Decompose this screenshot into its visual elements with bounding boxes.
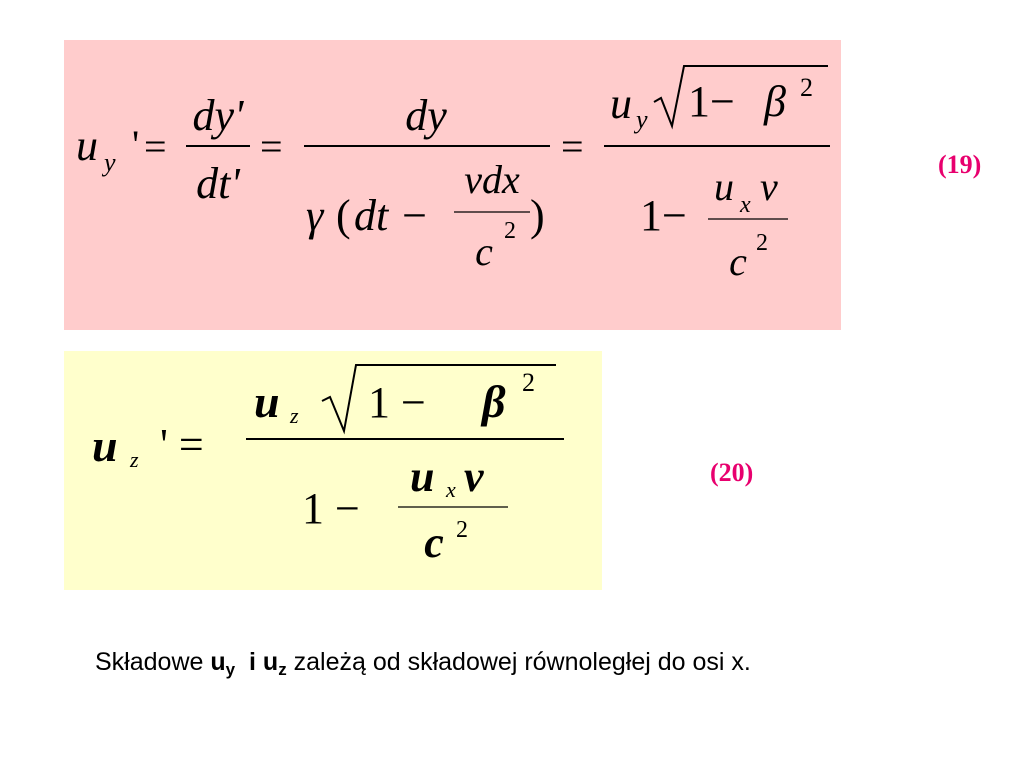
eq20-one-minus: 1 − (368, 378, 426, 427)
eq19-f1-denominator: dt' (196, 159, 241, 208)
eq19-f3-sub-y: y (633, 105, 648, 134)
equation-19-box: u y ' = dy' dt' = dy γ ( dt − vdx c 2 ) … (64, 40, 841, 330)
eq19-den-c: c (729, 239, 747, 284)
caption-u2: u (262, 648, 279, 676)
eq19-den-one-minus: 1− (640, 191, 687, 240)
eq20-beta: β (480, 376, 506, 427)
equation-20-background (64, 351, 602, 590)
caption-mid: i (235, 648, 263, 676)
equation-19-background (64, 40, 841, 330)
eq19-lhs-sub-y: y (101, 148, 116, 177)
eq19-close-paren: ) (530, 191, 545, 240)
eq19-f1-numerator: dy' (193, 91, 246, 140)
caption-sub-z: z (278, 660, 287, 679)
eq20-den-one-minus: 1 − (302, 484, 360, 533)
eq19-prime: ' (132, 122, 139, 167)
eq19-equals-2: = (260, 124, 283, 169)
eq20-den-c: c (424, 518, 444, 567)
eq19-open-paren: ( (336, 191, 351, 240)
eq20-prime-equals: ' = (160, 420, 204, 469)
eq19-sqrt-sign (653, 65, 828, 130)
eq20-beta-exp: 2 (522, 368, 535, 397)
eq19-gamma: γ (306, 191, 325, 240)
eq19-beta-exp: 2 (800, 73, 813, 102)
equation-19: u y ' = dy' dt' = dy γ ( dt − vdx c 2 ) … (64, 40, 841, 330)
eq20-num-u: u (254, 376, 280, 427)
eq20-den-u: u (410, 452, 434, 501)
equation-20: u z ' = u z 1 − β 2 1 − u x v c 2 (64, 351, 602, 590)
eq20-den-c-exp: 2 (456, 517, 468, 543)
eq19-f2-numerator: dy (405, 91, 447, 140)
eq19-vdx: vdx (464, 157, 520, 202)
eq19-dt-minus: dt − (354, 191, 429, 240)
eq19-one-minus: 1− (688, 77, 735, 126)
equation-19-number: (19) (938, 150, 982, 179)
eq19-equals-3: = (561, 124, 584, 169)
equation-20-box: u z ' = u z 1 − β 2 1 − u x v c 2 (64, 351, 602, 590)
eq20-num-sub-z: z (289, 403, 299, 428)
eq20-sqrt-sign (321, 364, 556, 435)
caption-u-y: uy i uz (210, 648, 287, 679)
eq19-lhs-u: u (76, 121, 98, 170)
eq19-den-v: v (760, 164, 778, 209)
caption-sub-y: y (225, 660, 236, 679)
eq19-den-c-exp: 2 (756, 230, 768, 256)
caption-part1: Składowe (95, 648, 211, 676)
eq19-f3-u: u (610, 79, 632, 128)
equation-20-number: (20) (710, 458, 754, 487)
eq20-den-sub-x: x (445, 477, 456, 502)
caption-text: Składowe uy i uz zależą od składowej rów… (95, 648, 751, 680)
eq19-equals-1: = (144, 124, 167, 169)
caption-part2: zależą od składowej równoległej do osi x… (286, 648, 751, 676)
eq20-lhs-u: u (92, 420, 118, 471)
caption-u1: u (210, 648, 226, 676)
eq19-beta: β (763, 77, 786, 126)
eq20-lhs-sub-z: z (129, 447, 139, 472)
eq20-den-v: v (464, 452, 484, 501)
eq19-c-exp: 2 (504, 218, 516, 244)
eq19-den-u: u (714, 164, 734, 209)
eq19-den-sub-x: x (739, 192, 751, 218)
eq19-c: c (475, 229, 493, 274)
